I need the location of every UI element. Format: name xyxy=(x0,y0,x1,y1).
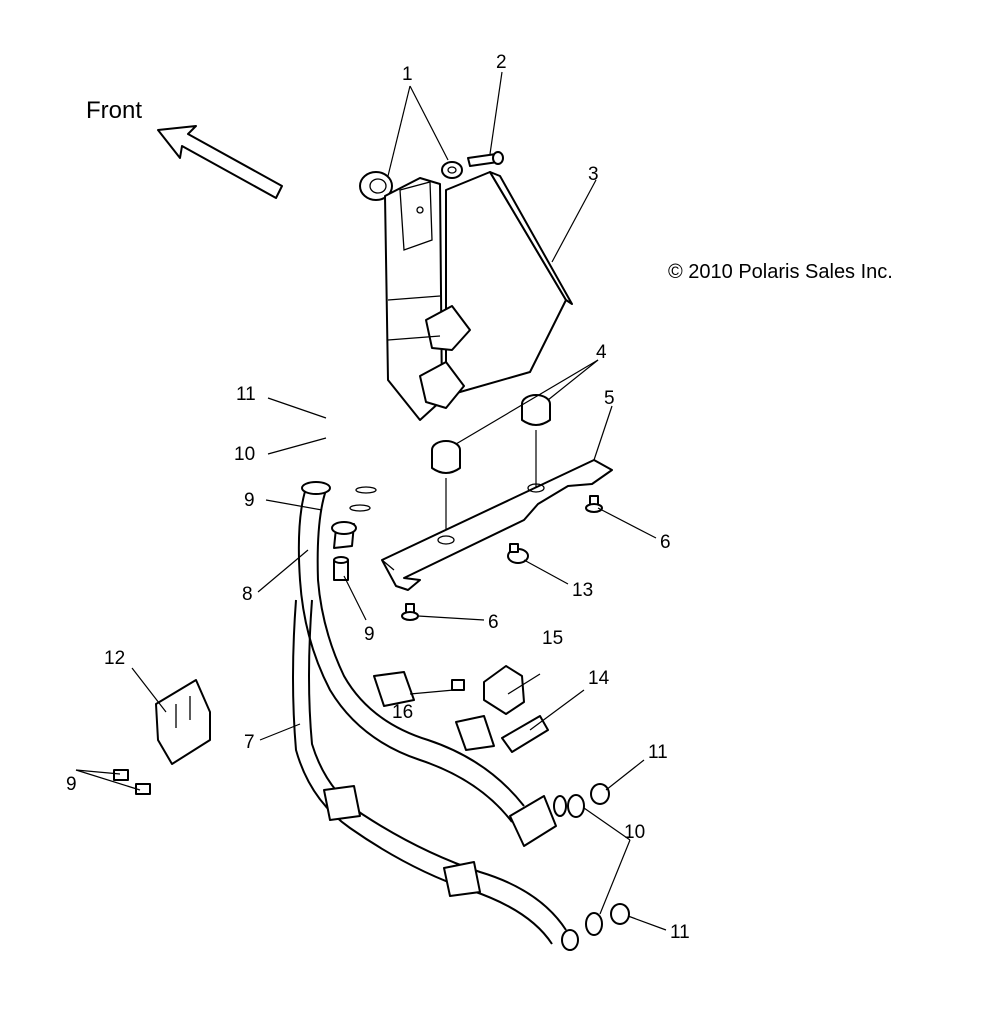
callout-14: 14 xyxy=(588,668,610,689)
callout-6a: 6 xyxy=(660,532,671,553)
front-arrow-icon xyxy=(157,125,283,199)
callout-7: 7 xyxy=(244,732,255,753)
callout-13: 13 xyxy=(572,580,593,601)
leader-lines xyxy=(75,71,667,931)
oil-cooler-part-3 xyxy=(384,171,573,421)
fitting-part-9 xyxy=(113,556,349,795)
callout-2: 2 xyxy=(496,52,507,73)
bolt-part-2 xyxy=(467,151,504,167)
callout-3: 3 xyxy=(588,164,599,185)
callout-15: 15 xyxy=(542,628,563,649)
front-label: Front xyxy=(86,97,142,124)
callout-4: 4 xyxy=(596,342,607,363)
plate-part-12 xyxy=(155,679,211,765)
clamp-part-13 xyxy=(507,543,529,564)
callout-10b: 10 xyxy=(624,822,645,843)
callout-10a: 10 xyxy=(234,444,255,465)
callout-16: 16 xyxy=(392,702,413,723)
bolt-part-16 xyxy=(451,679,465,691)
hose-part-7 xyxy=(292,599,579,951)
callout-12: 12 xyxy=(104,648,125,669)
grommet-part-4 xyxy=(431,394,551,542)
callout-1: 1 xyxy=(402,64,413,85)
callout-8: 8 xyxy=(242,584,253,605)
clamp-part-15 xyxy=(483,665,525,715)
callout-9c: 9 xyxy=(66,774,77,795)
bolt-part-6 xyxy=(401,495,603,621)
callout-11c: 11 xyxy=(670,922,690,943)
seal-parts-upper xyxy=(349,486,377,512)
copyright-text: © 2010 Polaris Sales Inc. xyxy=(668,261,893,283)
callout-9b: 9 xyxy=(364,624,375,645)
bracket-part-5 xyxy=(381,459,613,591)
seal-parts-lower xyxy=(567,783,630,936)
hose-part-8 xyxy=(297,481,567,847)
callout-9a: 9 xyxy=(244,490,255,511)
callout-5: 5 xyxy=(604,388,615,409)
callout-11b: 11 xyxy=(648,742,668,763)
callout-6b: 6 xyxy=(488,612,499,633)
grommet-part-1 xyxy=(359,161,463,201)
callout-11a: 11 xyxy=(236,384,256,405)
